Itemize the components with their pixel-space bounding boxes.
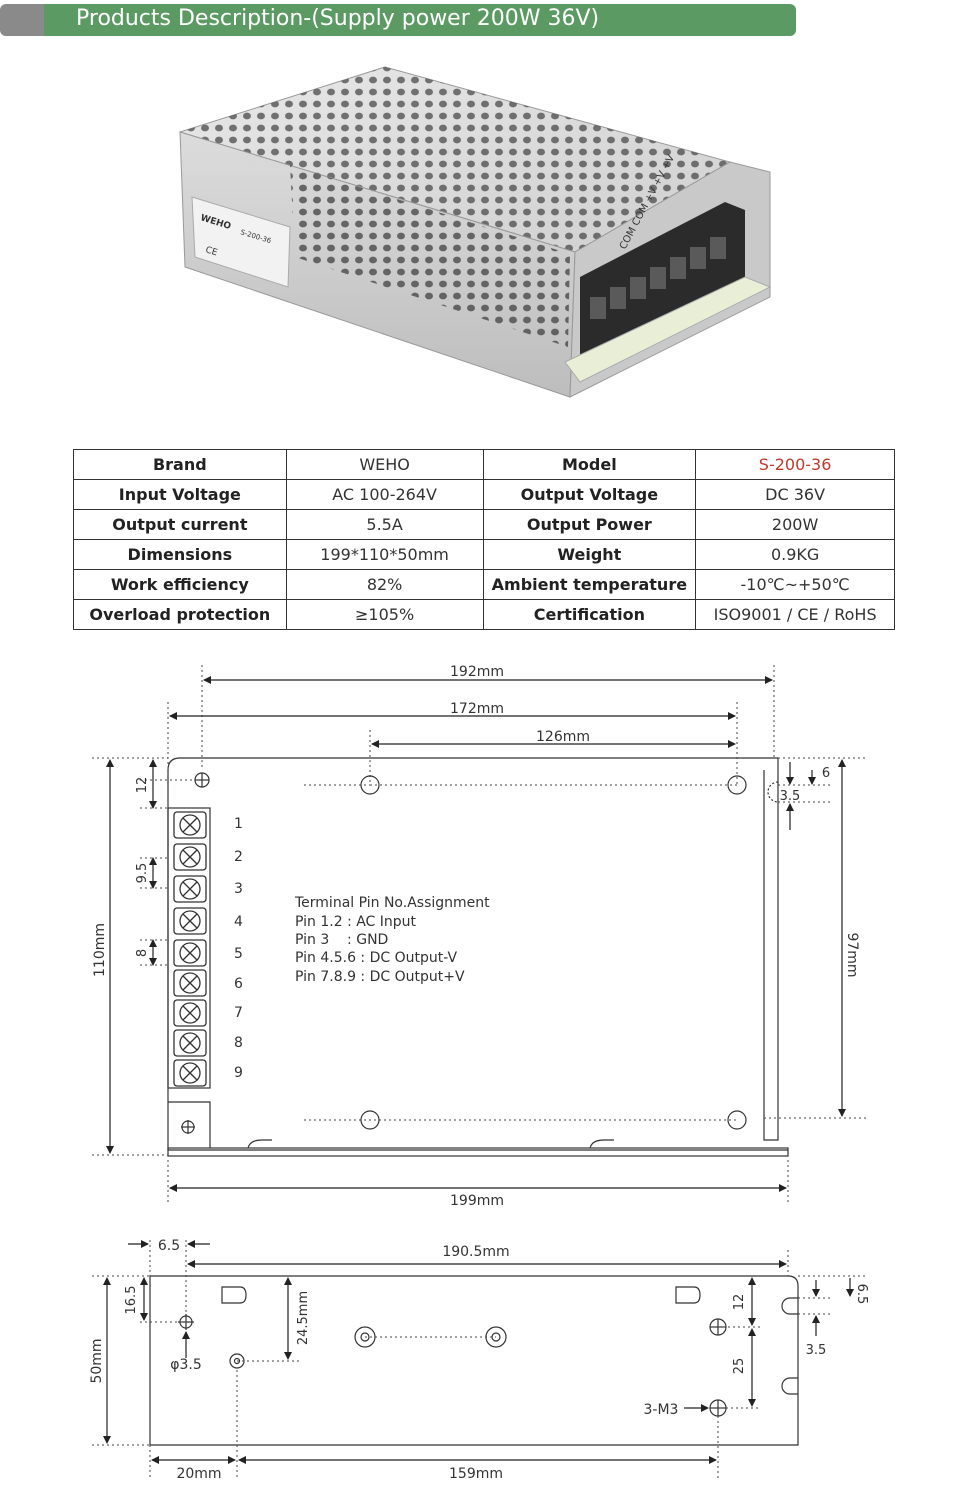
spec-value: WEHO	[285, 449, 484, 480]
section-banner: Products Description-(Supply power 200W …	[0, 4, 796, 36]
dim-6: 6	[822, 766, 830, 781]
spec-value: 5.5A	[285, 509, 484, 540]
dim-8: 8	[135, 949, 150, 957]
table-row: Overload protection ≥105% Certification …	[73, 599, 895, 630]
dim-192: 192mm	[450, 664, 504, 680]
table-row: Work efficiency 82% Ambient temperature …	[73, 569, 895, 600]
spec-value: ≥105%	[285, 599, 484, 630]
spec-value: 199*110*50mm	[285, 539, 484, 570]
top-view-drawing	[167, 757, 789, 1157]
spec-value: 200W	[695, 509, 895, 540]
banner-bar	[44, 4, 796, 36]
spec-value: AC 100-264V	[285, 479, 484, 510]
spec-key: Brand	[73, 449, 287, 480]
spec-key: Weight	[482, 539, 697, 570]
spec-value: DC 36V	[695, 479, 895, 510]
dim-16-5: 16.5	[124, 1286, 139, 1315]
spec-key: Output Power	[482, 509, 697, 540]
table-row: Dimensions 199*110*50mm Weight 0.9KG	[73, 539, 895, 570]
dim-190-5: 190.5mm	[442, 1244, 509, 1260]
spec-key: Ambient temperature	[482, 569, 697, 600]
spec-value: S-200-36	[695, 449, 895, 480]
spec-key: Output Voltage	[482, 479, 697, 510]
spec-value: -10℃~+50℃	[695, 569, 895, 600]
dim-20: 20mm	[176, 1466, 221, 1482]
table-row: Brand WEHO Model S-200-36	[73, 449, 895, 480]
dim-3-5-right: 3.5	[806, 1343, 827, 1358]
table-row: Output current 5.5A Output Power 200W	[73, 509, 895, 540]
spec-value: ISO9001 / CE / RoHS	[695, 599, 895, 630]
dimension-drawings: 192mm 172mm 126mm 199mm 110mm 97mm 12 9.…	[89, 664, 869, 1482]
dim-159: 159mm	[449, 1466, 503, 1482]
pin-number: 9	[234, 1065, 243, 1081]
dim-97: 97mm	[844, 932, 860, 977]
dim-6-5-right: 6.5	[854, 1284, 869, 1305]
dim-126: 126mm	[536, 729, 590, 745]
spec-key: Input Voltage	[73, 479, 287, 510]
spec-table: Brand WEHO Model S-200-36 Input Voltage …	[73, 449, 895, 630]
table-row: Input Voltage AC 100-264V Output Voltage…	[73, 479, 895, 510]
pin-numbers: 1 2 3 4 5 6 7 8 9	[234, 816, 243, 1081]
note-line: Pin 1.2 : AC Input	[295, 914, 417, 930]
pin-number: 2	[234, 849, 243, 865]
pin-number: 6	[234, 976, 243, 992]
dim-24-5: 24.5mm	[296, 1291, 311, 1345]
dim-12: 12	[135, 777, 150, 794]
note-line: Pin 4.5.6 : DC Output-V	[295, 950, 457, 966]
pin-number: 3	[234, 881, 243, 897]
banner-title: Products Description-(Supply power 200W …	[76, 6, 600, 31]
note-line: Pin 3 : GND	[295, 932, 388, 948]
label-ce-mark: CE	[204, 245, 219, 258]
dim-50: 50mm	[89, 1338, 105, 1383]
pin-assignment-note: Terminal Pin No.Assignment Pin 1.2 : AC …	[294, 895, 490, 985]
spec-key: Overload protection	[73, 599, 287, 630]
product-photo: WEHO S-200-36 CE COM COM +V +V +V	[178, 66, 772, 398]
dim-199: 199mm	[450, 1193, 504, 1209]
spec-key: Model	[482, 449, 697, 480]
pin-number: 7	[234, 1005, 243, 1021]
dim-12-side: 12	[732, 1294, 747, 1311]
spec-key: Work efficiency	[73, 569, 287, 600]
dim-6-5: 6.5	[158, 1238, 180, 1254]
terminal-screws	[173, 811, 207, 1087]
spec-key: Dimensions	[73, 539, 287, 570]
dim-3-m3: 3-M3	[644, 1402, 679, 1418]
pin-number: 4	[234, 914, 243, 930]
pin-number: 1	[234, 816, 243, 832]
dim-172: 172mm	[450, 701, 504, 717]
note-line: Pin 7.8.9 : DC Output+V	[295, 969, 465, 985]
banner-accent	[0, 4, 44, 36]
spec-key: Certification	[482, 599, 697, 630]
pin-number: 8	[234, 1035, 243, 1051]
dim-phi-3-5: φ3.5	[170, 1357, 202, 1373]
note-line: Terminal Pin No.Assignment	[294, 895, 490, 911]
spec-value: 82%	[285, 569, 484, 600]
dim-9-5: 9.5	[135, 863, 150, 884]
dim-25: 25	[732, 1358, 747, 1375]
dim-110: 110mm	[92, 923, 108, 977]
pin-number: 5	[234, 946, 243, 962]
spec-value: 0.9KG	[695, 539, 895, 570]
dim-3-5: 3.5	[780, 789, 801, 804]
spec-key: Output current	[73, 509, 287, 540]
